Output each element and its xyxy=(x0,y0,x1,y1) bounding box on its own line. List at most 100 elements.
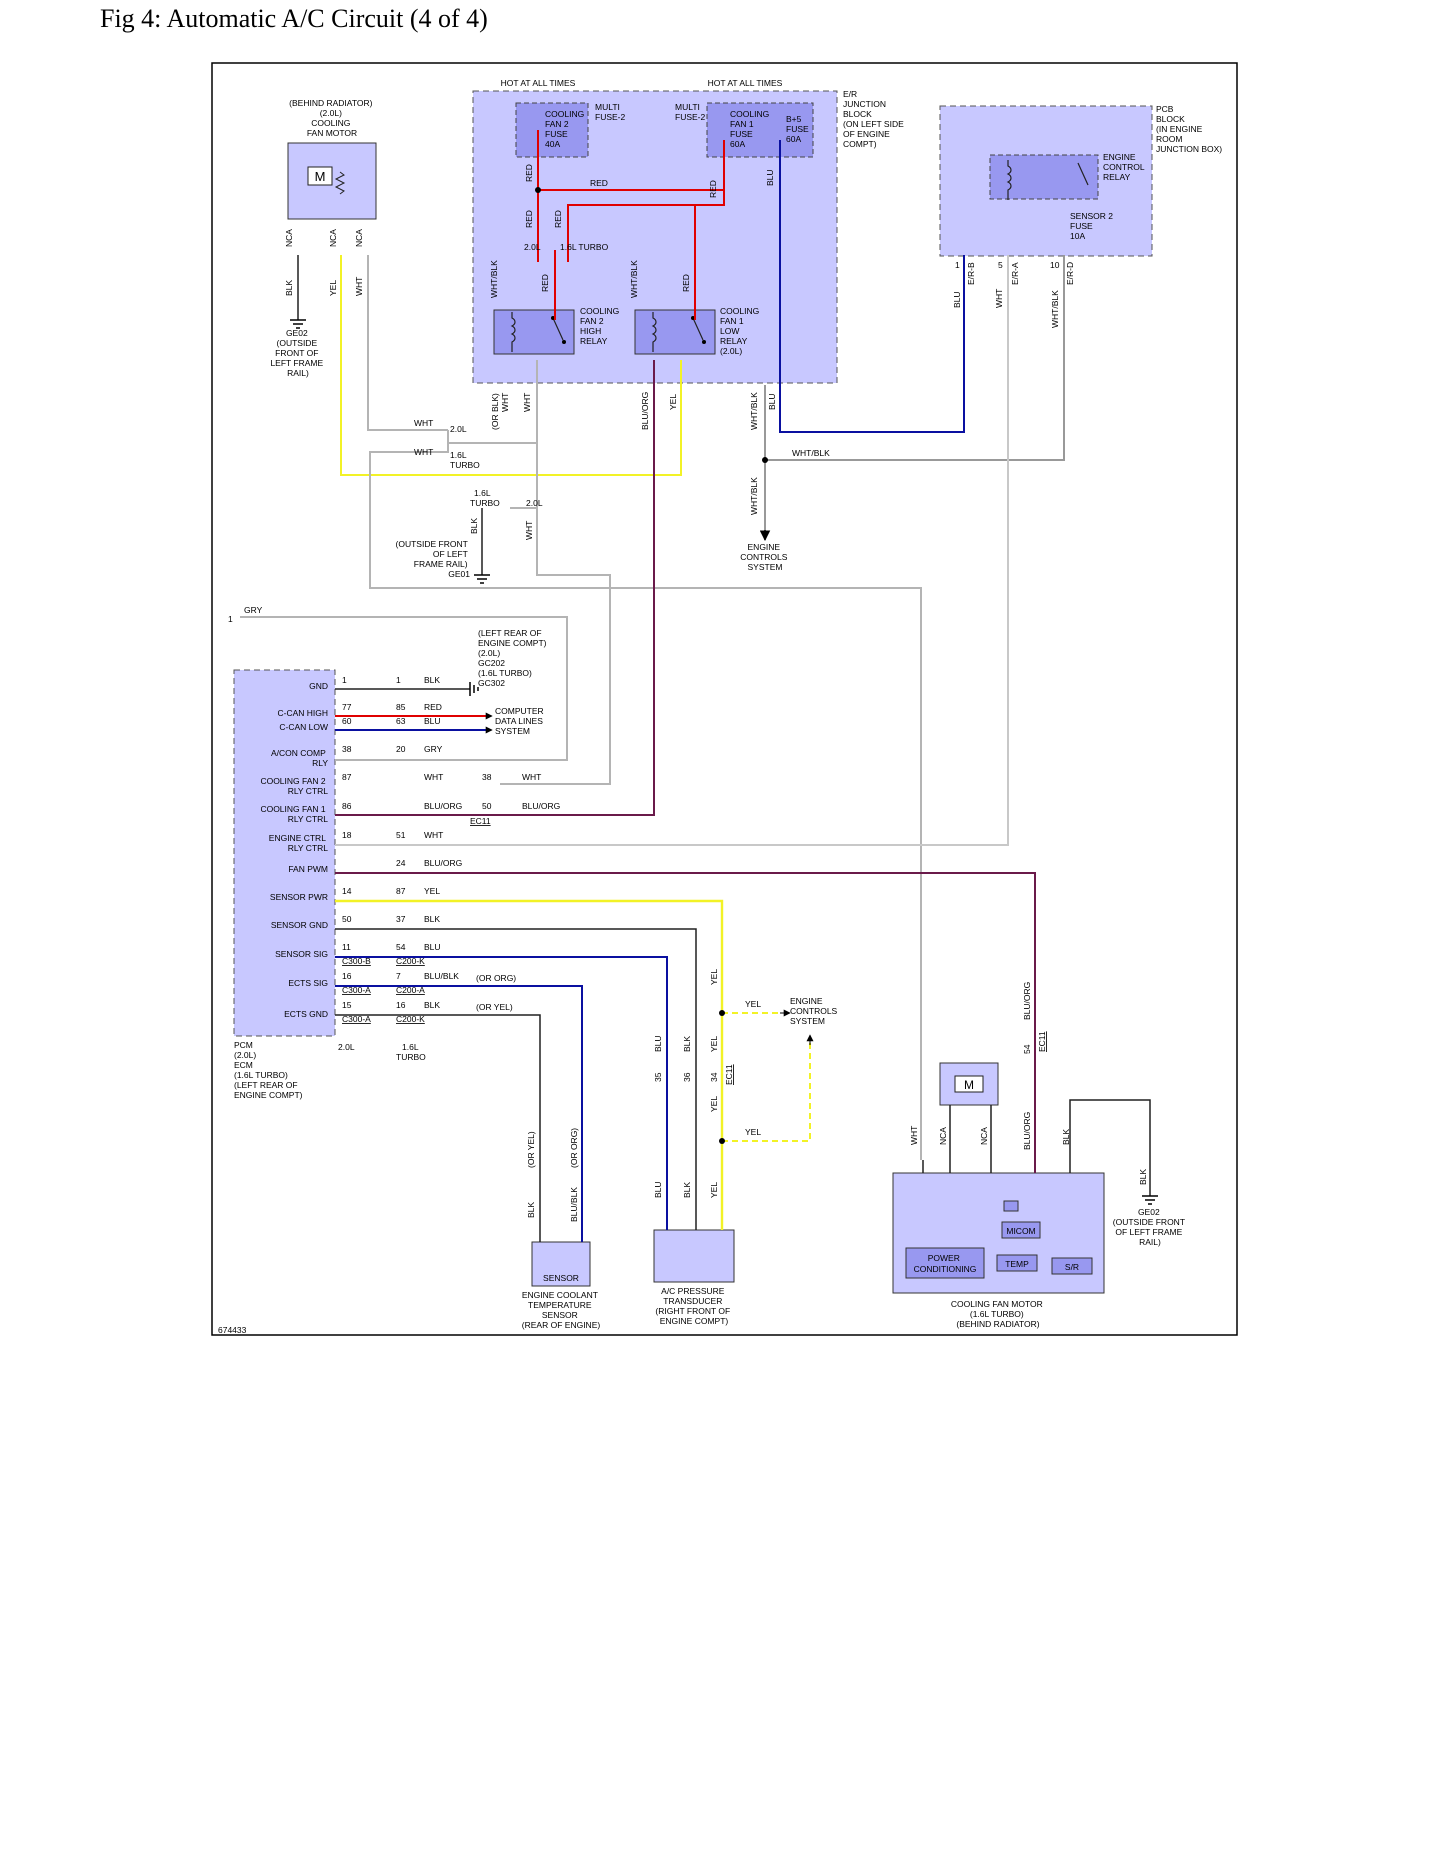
computer-data-label: COMPUTER DATA LINES SYSTEM xyxy=(495,706,546,736)
fuse-fan1-label: COOLING FAN 1 FUSE 60A xyxy=(730,109,772,149)
wht-fan20: WHT xyxy=(354,277,364,296)
page-title: Fig 4: Automatic A/C Circuit (4 of 4) xyxy=(100,4,488,33)
variant-16-er: 1.6L TURBO xyxy=(560,242,609,252)
red-label-mid: RED xyxy=(590,178,608,188)
pcm-fan-pwm: FAN PWM xyxy=(288,864,328,874)
wire-label: YEL xyxy=(424,886,440,896)
wire-label: BLK xyxy=(424,675,440,685)
power-conditioning-box xyxy=(905,1247,985,1279)
pin: 85 xyxy=(396,702,406,712)
pcm-ects-gnd: ECTS GND xyxy=(284,1009,328,1019)
pcb-er-b: E/R-B xyxy=(966,262,976,285)
pin: 38 xyxy=(482,772,492,782)
pin: 38 xyxy=(342,744,352,754)
pin: 87 xyxy=(396,886,406,896)
wire-label: NCA xyxy=(979,1127,989,1145)
wire-label: BLU xyxy=(424,716,441,726)
pin: 50 xyxy=(342,914,352,924)
pin: 87 xyxy=(342,772,352,782)
pcm-can-low: C-CAN LOW xyxy=(279,722,328,732)
pin: 1 xyxy=(342,675,347,685)
wire-label: YEL xyxy=(745,999,761,1009)
pcb-pin-5: 5 xyxy=(998,260,1003,270)
pin: 34 xyxy=(709,1072,719,1082)
engine-control-relay-label: ENGINE CONTROL RELAY xyxy=(1103,152,1147,182)
red-label-2: RED xyxy=(524,210,534,228)
blu-org-label-v: BLU/ORG xyxy=(640,392,650,430)
ground-ge02-20: GE02 (OUTSIDE FRONT OF LEFT FRAME RAIL) xyxy=(270,328,325,378)
motor-symbol-20: M xyxy=(315,169,326,184)
fuse-cooling-fan2-box xyxy=(515,102,589,158)
variant-20-a: 2.0L xyxy=(450,424,467,434)
pin: 60 xyxy=(342,716,352,726)
pin: 77 xyxy=(342,702,352,712)
pin: 11 xyxy=(342,942,351,952)
connector-ec11: EC11 xyxy=(1037,1031,1047,1052)
multi-fuse-left: MULTI FUSE-2 xyxy=(595,102,626,122)
pin: 63 xyxy=(396,716,406,726)
or-blk-label: (OR BLK) xyxy=(490,393,500,430)
wht-label-v2: WHT xyxy=(522,393,532,412)
sr-box xyxy=(1051,1257,1093,1275)
connector: C200-K xyxy=(396,1014,425,1024)
blu-label-er: BLU xyxy=(765,169,775,186)
connector-ec11: EC11 xyxy=(724,1064,734,1085)
wire-label: (OR ORG) xyxy=(476,973,516,983)
connector-ec11: EC11 xyxy=(470,816,491,826)
pcb-wht-blk: WHT/BLK xyxy=(1050,290,1060,328)
engine-controls-label-1: ENGINE CONTROLS SYSTEM xyxy=(740,542,790,572)
pin: 37 xyxy=(396,914,406,924)
ects-sensor-box xyxy=(531,1241,591,1287)
wht-label-v1: WHT xyxy=(500,393,510,412)
power-conditioning-text: POWER CONDITIONING xyxy=(914,1253,977,1274)
wht-blk-label-h: WHT/BLK xyxy=(792,448,830,458)
pin: 50 xyxy=(482,801,492,811)
diagram-frame xyxy=(211,62,1238,1336)
pcm-gnd: GND xyxy=(309,681,328,691)
yel-fan20: YEL xyxy=(328,280,338,296)
wire-label: NCA xyxy=(938,1127,948,1145)
wire-label: BLU/ORG xyxy=(424,858,462,868)
yel-label-v: YEL xyxy=(668,394,678,410)
multi-fuse-right: MULTI FUSE-2 xyxy=(675,102,706,122)
relay-low-label: COOLING FAN 1 LOW RELAY (2.0L) xyxy=(720,306,762,356)
variant-20-b: 2.0L xyxy=(526,498,543,508)
pin: 54 xyxy=(1022,1044,1032,1054)
connector: C300-A xyxy=(342,1014,371,1024)
pcb-pin-10: 10 xyxy=(1050,260,1060,270)
relay-fan2-high xyxy=(493,309,575,355)
wht-blk-label-v4: WHT/BLK xyxy=(749,477,759,515)
wire-label: BLK xyxy=(1061,1129,1071,1145)
pcb-wht: WHT xyxy=(994,289,1004,308)
wire-label: BLU xyxy=(653,1035,663,1052)
wire-label: BLU/ORG xyxy=(1022,982,1032,1020)
ground-ge01-label: (OUTSIDE FRONT OF LEFT FRAME RAIL) GE01 xyxy=(396,539,471,579)
wht-blk-label-2: WHT/BLK xyxy=(629,260,639,298)
pcm-box xyxy=(233,669,336,1037)
wire-label: BLU/ORG xyxy=(1022,1112,1032,1150)
wire-label: BLU/BLK xyxy=(569,1187,579,1222)
pin: 36 xyxy=(682,1072,692,1082)
wire-label: BLK xyxy=(682,1036,692,1052)
wht-blk-label-1: WHT/BLK xyxy=(489,260,499,298)
wire-label: YEL xyxy=(709,1036,719,1052)
wht-label-h1: WHT xyxy=(414,418,433,428)
pin: 24 xyxy=(396,858,406,868)
wire-label: WHT xyxy=(522,772,541,782)
engine-control-relay-box xyxy=(989,154,1099,200)
pcm-sensor-gnd: SENSOR GND xyxy=(271,920,328,930)
wire-label: BLU xyxy=(424,942,441,952)
connector: C300-B xyxy=(342,956,371,966)
pcm-fan2: COOLING FAN 2 RLY CTRL xyxy=(260,776,328,796)
nca-2: NCA xyxy=(328,229,338,247)
wire-label: YEL xyxy=(709,969,719,985)
variant-label: 1.6L TURBO xyxy=(396,1042,426,1062)
ground-ge02-16: GE02 (OUTSIDE FRONT OF LEFT FRAME RAIL) xyxy=(1113,1207,1187,1247)
ac-pressure-transducer-box xyxy=(653,1229,735,1283)
wire-label: BLU/BLK xyxy=(424,971,459,981)
wire-label: BLU/ORG xyxy=(424,801,462,811)
red-label-6: RED xyxy=(681,274,691,292)
pin: 18 xyxy=(342,830,352,840)
connector: C200-A xyxy=(396,985,425,995)
temp-box xyxy=(996,1254,1038,1272)
